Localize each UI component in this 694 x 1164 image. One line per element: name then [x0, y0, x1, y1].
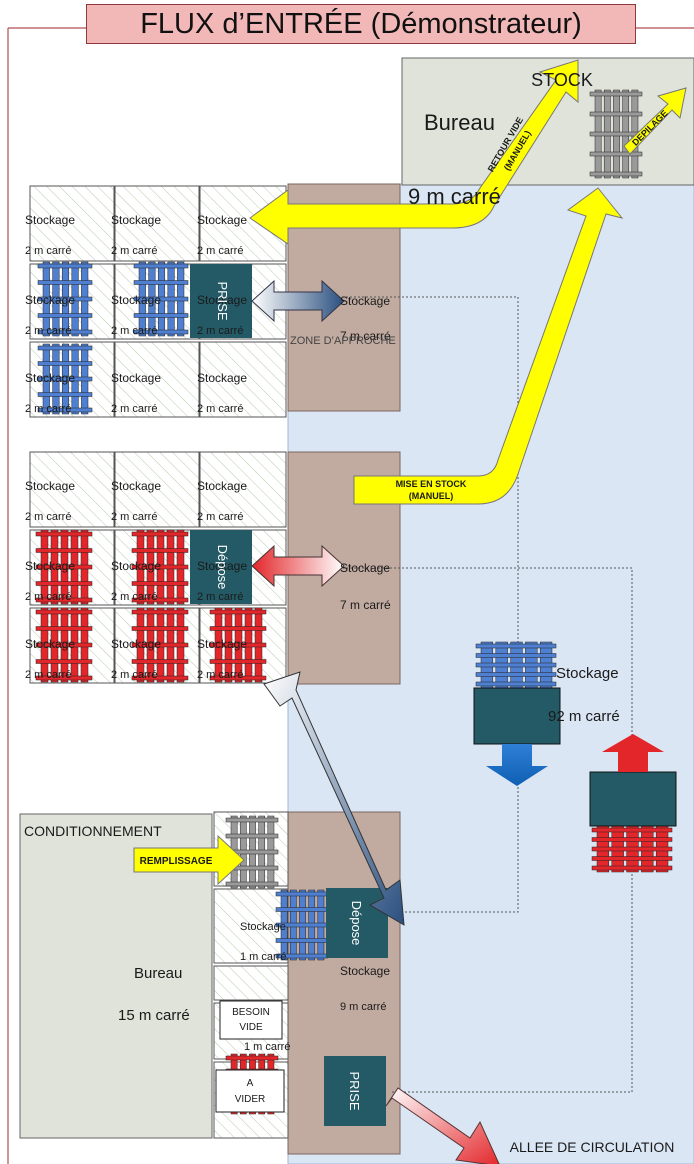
full-pallet [131, 607, 189, 683]
cell-label: Stockage [111, 213, 161, 227]
exit-arrow-red [385, 1087, 500, 1164]
stock-area-label: 9 m carré [408, 184, 501, 209]
cell-label: Stockage [197, 371, 247, 385]
besoin-vide-label: BESOIN [232, 1007, 270, 1018]
full-pallet [35, 529, 93, 605]
cell-area: 2 m carré [25, 403, 71, 415]
cell-label: Stockage [197, 637, 247, 651]
besoin-vide-box [219, 1000, 283, 1040]
empty-pallet [37, 343, 93, 415]
approach-area-label: 9 m carré [340, 1001, 386, 1013]
approach-cell-label: Stockage [340, 294, 390, 308]
page-title: FLUX d’ENTRÉE (Démonstrateur) [86, 4, 636, 44]
mise-en-stock-label: MISE EN STOCK [396, 479, 467, 489]
grey-pallet [589, 89, 643, 179]
cell-area: 2 m carré [197, 511, 243, 523]
approach-cell-label: Stockage [340, 561, 390, 575]
cell-label: Stockage [25, 371, 75, 385]
cell-label: Stockage [25, 293, 75, 307]
mise-en-stock-arrow [353, 187, 624, 505]
stock-office-label: Bureau [424, 110, 495, 135]
bidirectional-arrow-blue [251, 279, 345, 323]
cell-area: 2 m carré [111, 403, 157, 415]
full-pallet [131, 529, 189, 605]
full-pallet [591, 825, 673, 873]
diagonal-bidirectional-arrow [263, 671, 405, 926]
cell-area: 2 m carré [111, 591, 157, 603]
cell-area: 2 m carré [25, 245, 71, 257]
mise-en-stock-label: (MANUEL) [409, 491, 454, 501]
approach-area-label: 7 m carré [340, 329, 391, 343]
depose-station-mid [190, 530, 252, 604]
down-arrow-blue [486, 744, 548, 786]
conditionnement-area-label: 15 m carré [118, 1007, 190, 1024]
a-vider-label: VIDER [235, 1094, 266, 1105]
cell-label: Stockage [197, 559, 247, 573]
cell-area: 2 m carré [25, 669, 71, 681]
empty-pallet [133, 261, 189, 337]
approach-area-label: 7 m carré [340, 598, 391, 612]
cell-label: Stockage [197, 213, 247, 227]
stock-zone [401, 57, 694, 186]
mobile-cell-label: Stockage [556, 665, 619, 682]
depose-label: Dépose [349, 901, 364, 946]
cell-area: 2 m carré [197, 245, 243, 257]
cell-area: 2 m carré [197, 403, 243, 415]
stock-label: STOCK [531, 70, 593, 90]
besoin-vide-label: VIDE [239, 1022, 263, 1033]
prise-station-top [190, 264, 252, 338]
cell-label: Stockage [111, 293, 161, 307]
depose-station-bottom [326, 888, 388, 958]
cell-area: 2 m carré [25, 511, 71, 523]
a-vider-label: A [247, 1078, 254, 1089]
cell-label: Stockage [240, 921, 286, 933]
cell-label: Stockage [197, 293, 247, 307]
cell-area: 2 m carré [111, 245, 157, 257]
cell-label: Stockage [197, 479, 247, 493]
cell-label: Stockage [111, 559, 161, 573]
cell-label: Stockage [111, 371, 161, 385]
remplissage-label: REMPLISSAGE [140, 856, 213, 867]
cell-area: 2 m carré [197, 325, 243, 337]
full-pallet [35, 607, 93, 683]
retour-vide-arrow [249, 59, 579, 245]
depilage-arrow [623, 87, 687, 155]
full-pallet [209, 607, 267, 683]
cell-area: 2 m carré [197, 669, 243, 681]
cell-area: 2 m carré [25, 325, 71, 337]
empty-pallet [37, 261, 93, 337]
prise-label: PRISE [215, 281, 230, 320]
cell-area: 2 m carré [111, 511, 157, 523]
approach-cell-label: Stockage [340, 964, 390, 978]
a-vider-box [215, 1069, 285, 1113]
mobile-area-label: 92 m carré [548, 708, 620, 725]
allee-label: ALLEE DE CIRCULATION [510, 1139, 675, 1155]
cell-label: Stockage [25, 559, 75, 573]
cell-area: 1 m carré [244, 1041, 290, 1053]
depose-label: Dépose [215, 545, 230, 590]
cell-area: 1 m carré [240, 951, 286, 963]
cell-label: Stockage [111, 479, 161, 493]
cell-label: Stockage [25, 479, 75, 493]
bidirectional-arrow-red [251, 544, 345, 588]
cell-area: 2 m carré [111, 669, 157, 681]
conditionnement-office-label: Bureau [134, 965, 182, 982]
prise-station-bottom [324, 1056, 386, 1126]
cell-area: 2 m carré [111, 325, 157, 337]
prise-label: PRISE [347, 1071, 362, 1110]
cell-label: Stockage [111, 637, 161, 651]
cell-area: 2 m carré [25, 591, 71, 603]
mobile-station-blue [473, 687, 561, 745]
mobile-station-red [589, 771, 677, 827]
conditionnement-label: CONDITIONNEMENT [24, 823, 162, 839]
zone-approche-label: ZONE D’APPROCHE [290, 335, 396, 347]
cell-area: 2 m carré [197, 591, 243, 603]
cell-label: Stockage [25, 637, 75, 651]
up-arrow-red [602, 734, 664, 772]
empty-pallet [475, 641, 557, 689]
remplissage-arrow [133, 834, 245, 886]
cell-label: Stockage [25, 213, 75, 227]
